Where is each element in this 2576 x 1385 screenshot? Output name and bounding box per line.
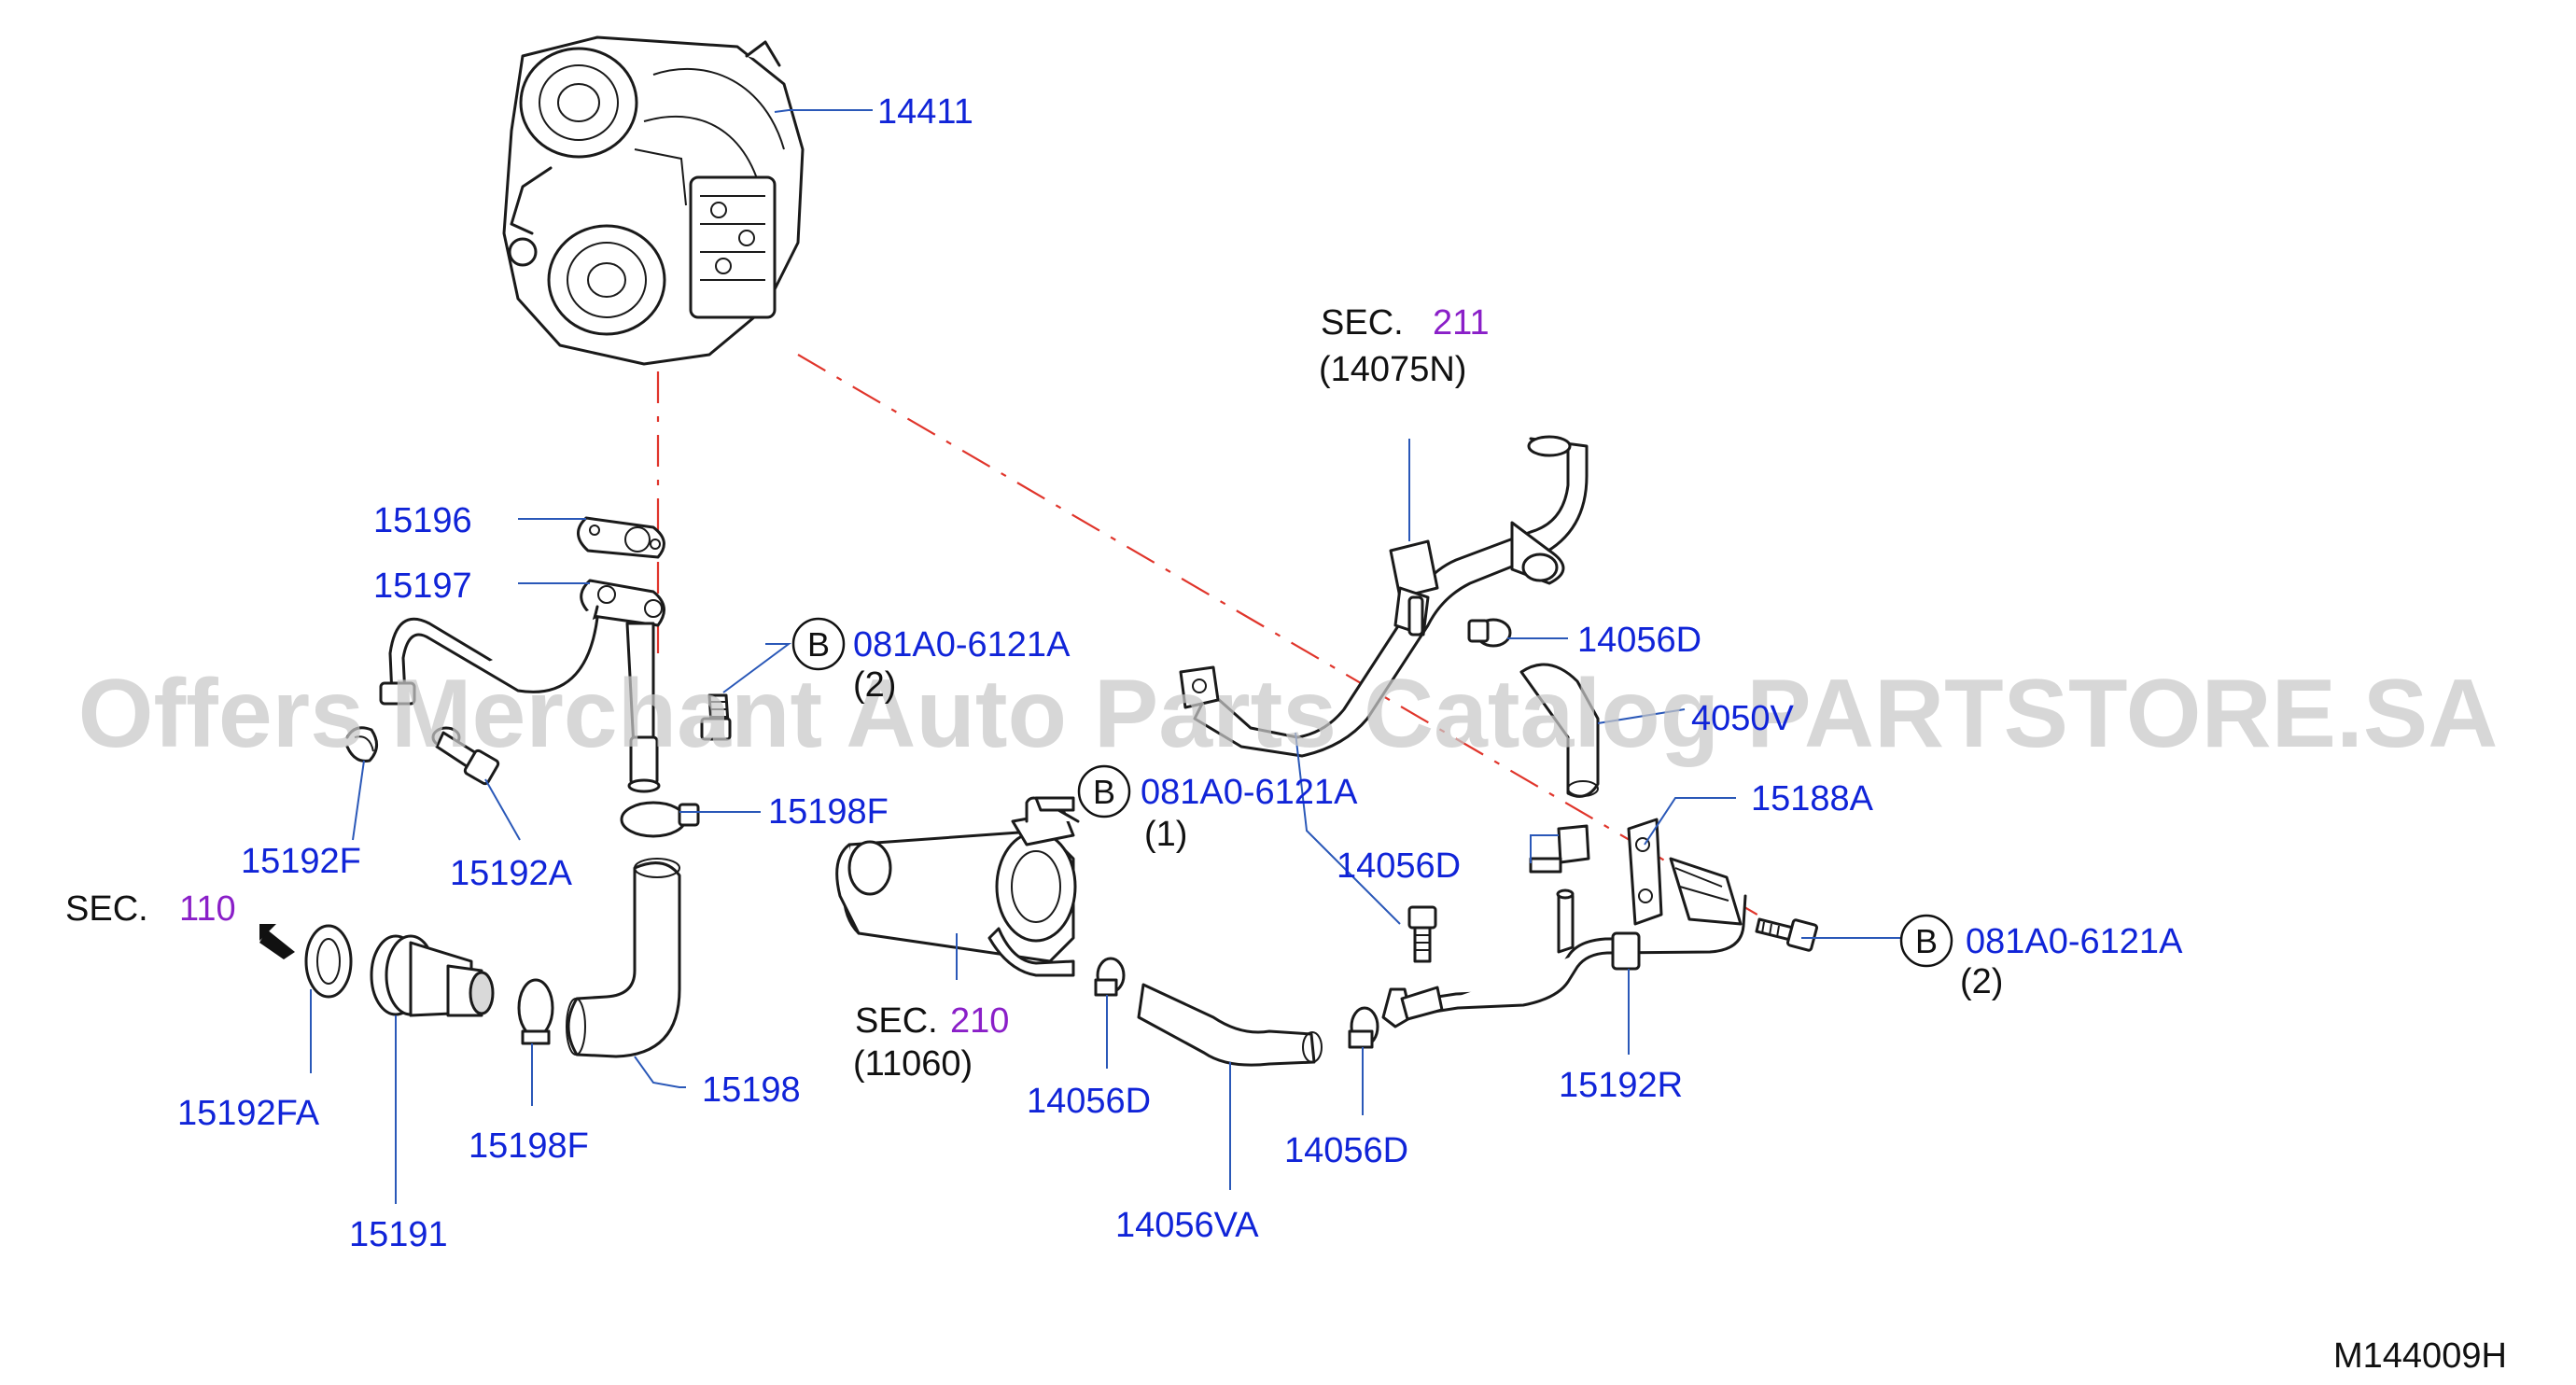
diagram-code: M144009H: [2333, 1336, 2507, 1376]
callout-part: 081A0-6121A: [853, 625, 1071, 665]
label-14056d-left[interactable]: 14056D: [1027, 1082, 1151, 1121]
clamp-14056d-top[interactable]: [1467, 618, 1512, 648]
part-labels: 14411 15196 15197 15198F 15192F 15192A 1…: [177, 92, 1874, 1254]
water-hose-14056va[interactable]: [1137, 983, 1323, 1067]
clamp-14056d-left[interactable]: [1094, 957, 1126, 997]
water-pipe-sec211[interactable]: [1179, 435, 1589, 758]
leader-lines: [310, 109, 1904, 1204]
arrow-sec110: [259, 924, 295, 959]
water-tube-15192r[interactable]: [1381, 857, 1747, 1028]
label-4050v[interactable]: 4050V: [1691, 699, 1795, 738]
section-ref-110[interactable]: SEC. 110: [65, 889, 236, 929]
section-code: (11060): [853, 1044, 973, 1084]
bolt-callout-c[interactable]: B 081A0-6121A (2): [1899, 914, 2183, 1001]
label-14411[interactable]: 14411: [877, 92, 973, 132]
bolt-callout-a[interactable]: B 081A0-6121A (2): [791, 617, 1071, 705]
label-15191[interactable]: 15191: [349, 1215, 448, 1254]
section-ref-210[interactable]: SEC. 210 (11060): [853, 1001, 1009, 1084]
fitting-15191[interactable]: [370, 934, 495, 1017]
label-15198f-lower[interactable]: 15198F: [469, 1126, 589, 1166]
section-number: 110: [179, 889, 236, 929]
label-15197[interactable]: 15197: [373, 567, 472, 606]
label-15192a[interactable]: 15192A: [450, 854, 573, 893]
bolt-b[interactable]: [1407, 905, 1437, 963]
washer-15192fa[interactable]: [304, 924, 353, 999]
callout-qty: (2): [1960, 962, 2003, 1001]
callout-symbol: B: [1093, 773, 1115, 811]
bolt-callout-b[interactable]: B 081A0-6121A (1): [1077, 764, 1358, 854]
section-number: 211: [1433, 303, 1490, 343]
label-14056d-mid[interactable]: 14056D: [1337, 846, 1461, 886]
callout-qty: (2): [853, 665, 896, 705]
label-15196[interactable]: 15196: [373, 501, 472, 540]
label-15192f[interactable]: 15192F: [241, 842, 361, 881]
egr-cooler-sec210[interactable]: [835, 796, 1080, 977]
center-lines: [656, 354, 1774, 925]
label-14056va[interactable]: 14056VA: [1115, 1206, 1259, 1245]
section-code: (14075N): [1319, 350, 1466, 389]
hose-clamp-15198f-upper[interactable]: [620, 801, 700, 838]
label-15192fa[interactable]: 15192FA: [177, 1094, 320, 1133]
callout-symbol: B: [807, 625, 830, 664]
oil-return-pipe[interactable]: [625, 622, 661, 793]
clip-15192f[interactable]: [345, 726, 378, 762]
label-15198[interactable]: 15198: [702, 1070, 801, 1110]
bolt-c[interactable]: [1755, 917, 1819, 952]
callout-qty: (1): [1144, 815, 1187, 854]
clamp-14056d-mid[interactable]: [1529, 824, 1590, 874]
banjo-bolt-15192a[interactable]: [431, 726, 500, 786]
label-15192r[interactable]: 15192R: [1559, 1066, 1683, 1105]
section-prefix: SEC.: [855, 1001, 938, 1041]
turbocharger-14411[interactable]: [502, 35, 805, 366]
callout-part: 081A0-6121A: [1141, 773, 1358, 812]
oil-tube-15197[interactable]: [379, 579, 665, 706]
callout-circle: [1899, 914, 1953, 968]
bracket-15188a[interactable]: [1627, 818, 1663, 926]
label-15188a[interactable]: 15188A: [1751, 779, 1874, 818]
section-ref-211[interactable]: SEC. 211 (14075N): [1319, 303, 1490, 389]
gasket-15196[interactable]: [577, 516, 665, 559]
callout-circle: [1077, 764, 1131, 818]
clamp-14056d-right[interactable]: [1348, 1006, 1379, 1049]
section-number: 210: [950, 1001, 1009, 1041]
watermark-text: Offers Merchant Auto Parts Catalog PARTS…: [78, 660, 2499, 768]
callout-circle: [791, 617, 846, 671]
oil-hose-15198[interactable]: [566, 858, 681, 1058]
label-15198f-upper[interactable]: 15198F: [768, 792, 889, 832]
callout-part: 081A0-6121A: [1966, 922, 2183, 961]
hose-4050v[interactable]: [1519, 663, 1600, 798]
label-14056d-right[interactable]: 14056D: [1284, 1131, 1408, 1170]
hose-clamp-15198f-lower[interactable]: [517, 978, 554, 1045]
callout-symbol: B: [1915, 922, 1938, 960]
bolt-a[interactable]: [700, 693, 732, 741]
label-14056d-top[interactable]: 14056D: [1577, 621, 1701, 660]
section-prefix: SEC.: [65, 889, 148, 929]
section-prefix: SEC.: [1321, 303, 1404, 343]
